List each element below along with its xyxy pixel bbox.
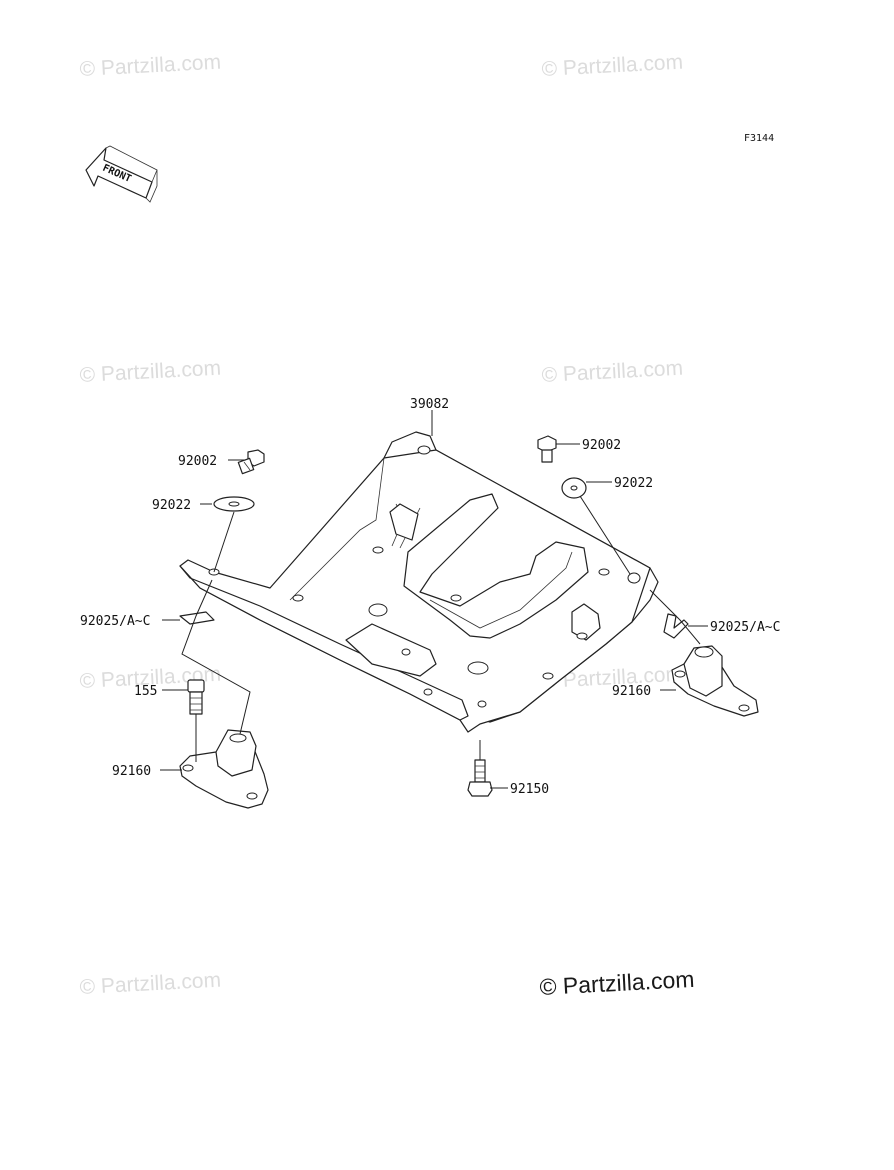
callout-92022-left: 92022 [152, 498, 191, 513]
watermark-top-left: © Partzilla.com [79, 51, 222, 81]
front-arrow-icon: FRONT [85, 145, 158, 203]
callout-92160-right: 92160 [612, 684, 651, 699]
bolt-92002-right [537, 435, 557, 463]
leader-lines [160, 410, 708, 789]
watermark-top-right: © Partzilla.com [541, 51, 684, 81]
callout-92025-right: 92025/A~C [710, 620, 780, 635]
callout-92002-right: 92002 [582, 438, 621, 453]
callout-155: 155 [134, 684, 157, 699]
engine-mount-92160-left [179, 729, 269, 809]
figure-code: F3144 [744, 133, 774, 144]
callout-92160-left: 92160 [112, 764, 151, 779]
callout-92022-right: 92022 [614, 476, 653, 491]
skid-plate-frame [179, 431, 659, 733]
watermark-mid-left: © Partzilla.com [79, 357, 222, 387]
watermark-main: © Partzilla.com [539, 966, 695, 1000]
engine-mount-92160-right [671, 645, 759, 717]
washer-92022-right [561, 477, 587, 499]
callout-92002-left: 92002 [178, 454, 217, 469]
bolt-155 [187, 679, 205, 715]
callout-39082: 39082 [410, 397, 449, 412]
callout-92025-left: 92025/A~C [80, 614, 150, 629]
watermark-mid-right: © Partzilla.com [541, 357, 684, 387]
bolt-92150 [467, 759, 493, 797]
bolt-92002-left [237, 449, 265, 475]
watermark-bottom-left: © Partzilla.com [79, 969, 222, 999]
callout-labels: 39082 92002 92022 92025/A~C 155 92160 92… [80, 397, 780, 797]
washer-92022-left [213, 496, 255, 512]
watermark-group: © Partzilla.com © Partzilla.com © Partzi… [79, 51, 684, 999]
clip-92025-right [663, 613, 689, 639]
callout-92150: 92150 [510, 782, 549, 797]
